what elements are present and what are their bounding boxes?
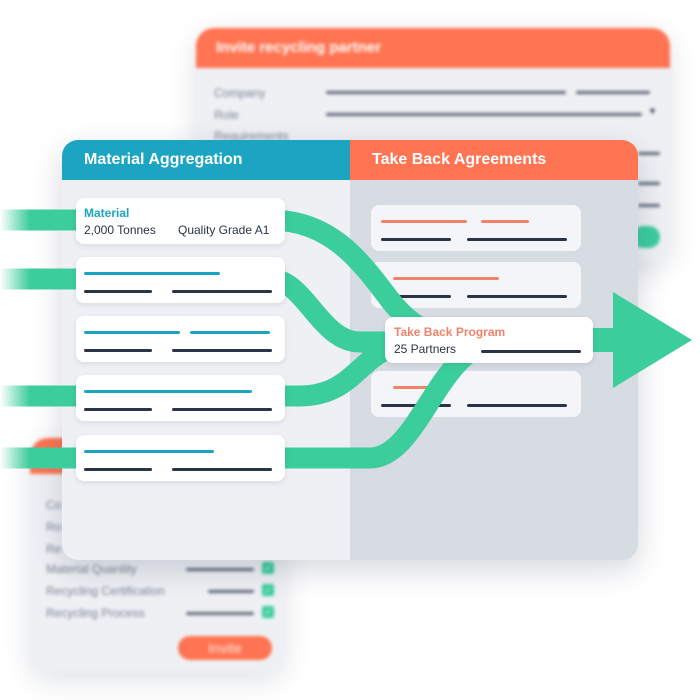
placeholder-line [467,238,567,241]
role-label-partial: Ro [46,520,62,534]
placeholder-line [84,331,180,334]
company-field-extra [576,91,650,94]
placeholder-line [481,220,529,223]
requirement-value-line [208,590,254,593]
company-label-partial: Co [46,498,62,512]
placeholder-line [381,220,467,223]
requirement-value-line [186,612,254,615]
placeholder-line [393,277,499,280]
flow-arrow-icon [588,292,692,388]
placeholder-line [381,295,451,298]
placeholder-line [84,450,214,453]
placeholder-line [393,386,449,389]
requirement-line [638,182,660,185]
material-quantity: 2,000 Tonnes [84,223,156,237]
placeholder-line [84,408,152,411]
material-card[interactable] [76,257,285,303]
requirement-material-quantity: Material Quantity [46,562,137,576]
requirement-recycling-process: Recycling Process [46,606,145,620]
agreement-card[interactable] [371,205,581,251]
material-label: Material [84,206,130,220]
requirement-line [638,204,660,207]
take-back-program-label: Take Back Program [394,325,506,339]
material-card[interactable] [76,316,285,362]
partners-count: 25 Partners [394,342,457,356]
company-field[interactable] [326,91,566,94]
material-card-featured[interactable]: Material 2,000 Tonnes Quality Grade A1 [76,198,285,244]
placeholder-line [381,238,451,241]
company-label: Company [214,86,266,100]
material-card[interactable] [76,375,285,421]
requirements-label: Requirements [214,129,289,143]
agreement-card[interactable] [371,371,581,417]
requirement-line [638,152,660,155]
invite-button[interactable]: Invite [178,636,272,660]
placeholder-line [172,408,272,411]
checkbox-checked-icon[interactable]: ✓ [262,562,274,574]
agreement-card[interactable] [371,262,581,308]
checkbox-checked-icon[interactable]: ✓ [262,606,274,618]
role-select[interactable] [326,113,642,116]
requirements-label-partial: Re [46,542,62,556]
material-grade: Quality Grade A1 [178,223,270,237]
placeholder-line [84,390,252,393]
placeholder-line [84,290,152,293]
requirement-value-line [186,568,254,571]
material-aggregation-header: Material Aggregation [62,140,350,180]
placeholder-line [172,349,272,352]
placeholder-line [172,290,272,293]
chevron-down-icon: ▼ [648,106,657,116]
placeholder-line [467,404,567,407]
placeholder-line [172,468,272,471]
placeholder-line [84,468,152,471]
placeholder-line [467,295,567,298]
placeholder-line [481,350,581,353]
placeholder-line [84,272,220,275]
take-back-program-card[interactable]: Take Back Program 25 Partners [385,317,593,363]
requirement-recycling-certification: Recycling Certification [46,584,165,598]
placeholder-line [84,349,152,352]
send-button[interactable] [632,226,660,248]
role-label: Role [214,108,239,122]
checkbox-checked-icon[interactable]: ✓ [262,584,274,596]
invite-partner-title: Invite recycling partner [196,28,670,68]
take-back-agreements-header: Take Back Agreements [350,140,638,180]
material-card[interactable] [76,435,285,481]
placeholder-line [190,331,270,334]
